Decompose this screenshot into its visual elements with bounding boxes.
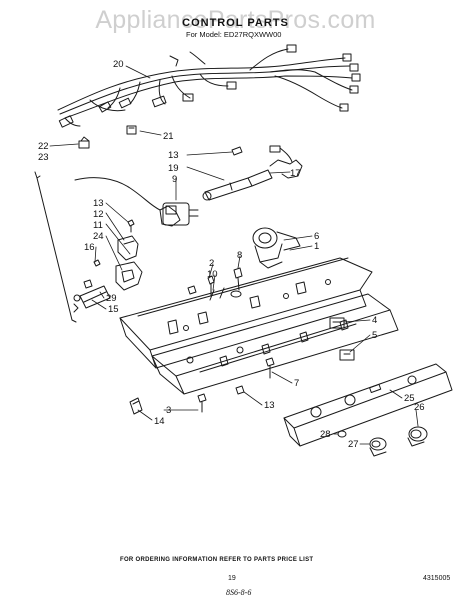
callout-13-top: 13 — [168, 150, 179, 161]
page-number: 19 — [228, 575, 236, 582]
callout-5: 5 — [372, 330, 377, 341]
document-number: 4315005 — [423, 575, 451, 582]
callout-13-lower: 13 — [264, 400, 275, 411]
callout-21: 21 — [163, 131, 174, 142]
screw-7 — [265, 357, 275, 379]
callout-11: 11 — [93, 220, 103, 231]
callout-1: 1 — [314, 241, 319, 252]
control-tray — [151, 293, 399, 395]
callout-25: 25 — [404, 393, 415, 404]
callout-4: 4 — [372, 315, 377, 326]
damper-control — [202, 145, 303, 201]
callout-17: 17 — [290, 168, 301, 179]
clip-21 — [126, 125, 137, 135]
callout-labels: 20 21 22 23 13 19 17 9 13 12 11 24 16 29… — [38, 59, 425, 450]
rod-23 — [34, 171, 77, 323]
bracket-12 — [117, 219, 139, 261]
callout-8: 8 — [237, 250, 242, 261]
sensor-wire — [74, 177, 199, 227]
handwritten-date: 8S6-8-6 — [226, 588, 252, 597]
leader-lines — [49, 65, 419, 445]
callout-9: 9 — [172, 174, 177, 185]
watermark: AppliancePartsPros.com — [95, 6, 376, 34]
callout-12: 12 — [93, 209, 104, 220]
thermostat — [252, 227, 301, 269]
callout-16: 16 — [84, 242, 95, 253]
control-housing — [119, 257, 373, 369]
clip-14 — [129, 397, 143, 415]
switch-4 — [329, 317, 345, 329]
callout-3: 3 — [166, 405, 171, 416]
footer-note: FOR ORDERING INFORMATION REFER TO PARTS … — [120, 557, 314, 563]
callout-15: 15 — [108, 304, 119, 315]
callout-10: 10 — [207, 269, 218, 280]
model-line: For Model: ED27RQXWW00 — [186, 30, 282, 39]
callout-24: 24 — [93, 231, 104, 242]
washer-28 — [337, 430, 347, 438]
screw-13-lower — [235, 385, 245, 395]
callout-28: 28 — [320, 429, 331, 440]
callout-22: 22 — [38, 141, 49, 152]
switch-5 — [339, 349, 355, 361]
callout-23: 23 — [38, 152, 49, 163]
knob-26 — [407, 426, 428, 447]
screw-3 — [197, 393, 207, 413]
callout-13-left: 13 — [93, 198, 104, 209]
lever-assembly — [73, 259, 143, 313]
screw-8 — [230, 267, 243, 298]
callout-14: 14 — [154, 416, 165, 427]
knob-27 — [369, 437, 387, 457]
callout-2: 2 — [209, 258, 214, 269]
wire-harness — [57, 44, 361, 128]
front-panel — [283, 363, 453, 447]
callout-6: 6 — [314, 231, 319, 242]
callout-20: 20 — [113, 59, 124, 70]
callout-29: 29 — [106, 293, 117, 304]
callout-7: 7 — [294, 378, 299, 389]
page-title: CONTROL PARTS — [182, 17, 289, 29]
bracket-22 — [78, 136, 90, 149]
callout-26: 26 — [414, 402, 425, 413]
callout-19: 19 — [168, 163, 179, 174]
callout-27: 27 — [348, 439, 359, 450]
